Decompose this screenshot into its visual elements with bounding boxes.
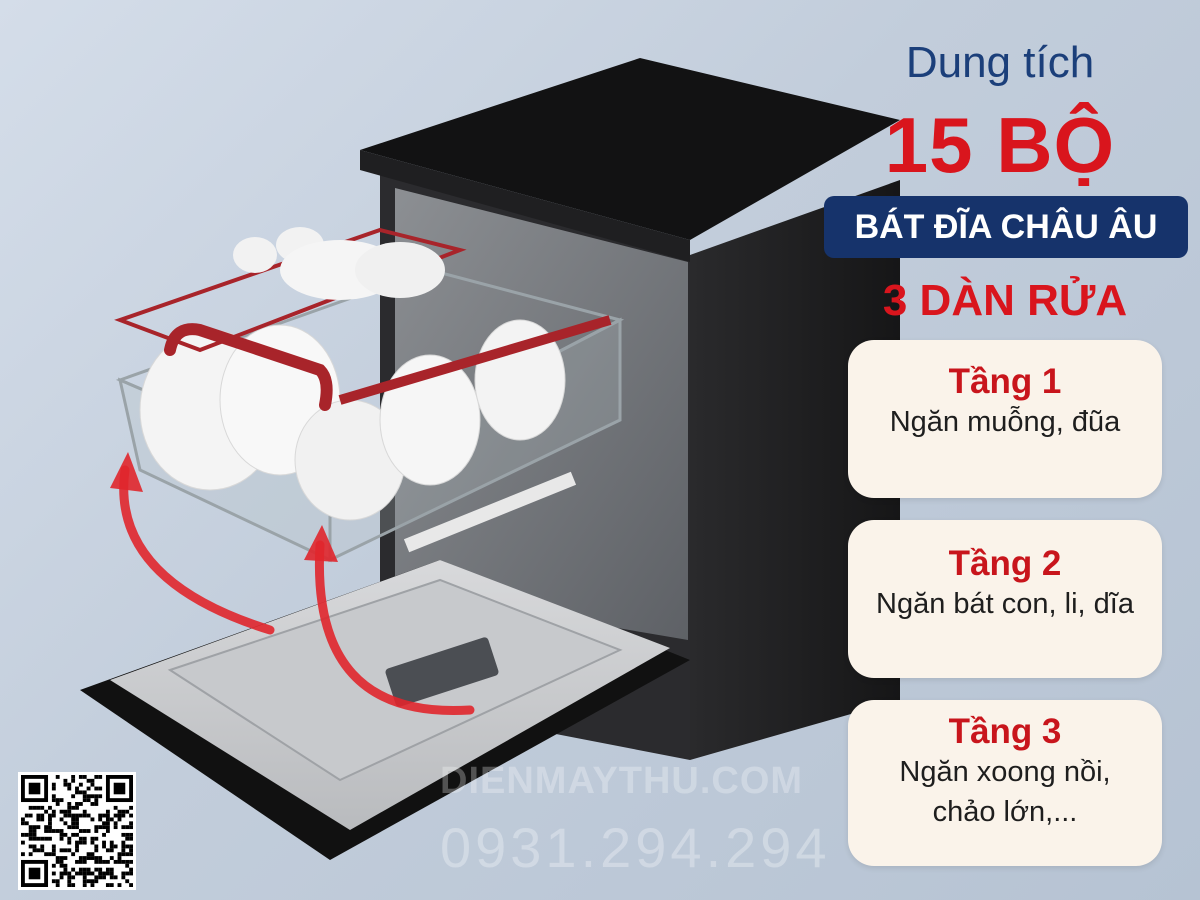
- tier-desc: Ngăn muỗng, đũa: [889, 406, 1121, 438]
- tier-name: Tầng 1: [948, 362, 1062, 401]
- racks-title: 3 DÀN RỬA: [882, 276, 1128, 325]
- qr-code[interactable]: [18, 772, 136, 890]
- rack-rail: [403, 471, 577, 553]
- capacity-unit-badge: BÁT ĐĨA CHÂU ÂU: [824, 196, 1188, 258]
- tier-name: Tầng 2: [948, 544, 1062, 583]
- rack-handle: [164, 323, 333, 411]
- curved-arrow-icon: [314, 540, 475, 716]
- tier-card-1: Tầng 1 Ngăn muỗng, đũa: [848, 340, 1162, 498]
- upper-rack: [114, 227, 467, 353]
- watermark-site: DIENMAYTHU.COM: [440, 760, 804, 802]
- tier-name: Tầng 3: [948, 712, 1062, 751]
- qr-code-pattern: [21, 775, 133, 887]
- watermark-phone: 0931.294.294: [440, 816, 831, 879]
- countertop: [360, 58, 900, 240]
- lower-rack: [115, 268, 625, 563]
- capacity-label: Dung tích: [905, 38, 1095, 87]
- tier-desc: chảo lớn,...: [932, 796, 1078, 828]
- tier-card-3: Tầng 3 Ngăn xoong nồi, chảo lớn,...: [848, 700, 1162, 866]
- detergent-dispenser: [385, 637, 499, 707]
- tier-desc: Ngăn xoong nồi,: [899, 756, 1111, 788]
- curved-arrow-icon: [119, 465, 275, 635]
- capacity-value: 15 BỘ: [884, 101, 1116, 189]
- tier-card-2: Tầng 2 Ngăn bát con, li, dĩa: [848, 520, 1162, 678]
- tier-desc: Ngăn bát con, li, dĩa: [876, 588, 1134, 620]
